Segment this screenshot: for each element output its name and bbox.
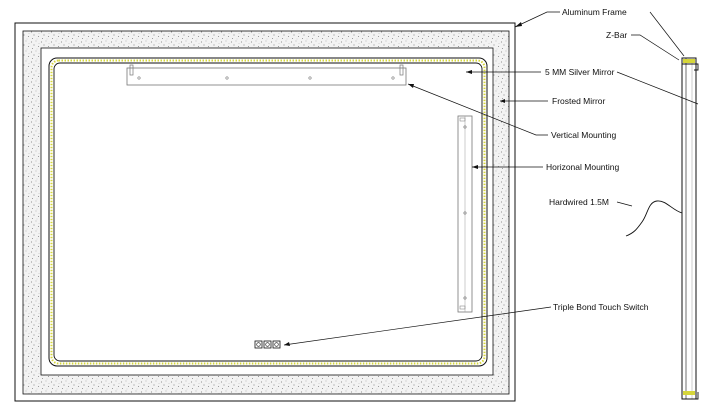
label-vertical-mounting: Vertical Mounting [551, 130, 616, 140]
callout-lines [283, 11, 699, 346]
label-touch-switch: Triple Bond Touch Switch [553, 302, 649, 312]
led-strip-outer [48, 57, 488, 367]
touch-switch-icon [254, 340, 281, 349]
label-frosted-mirror: Frosted Mirror [552, 96, 606, 106]
led-strip [50, 59, 486, 365]
label-aluminum-frame: Aluminum Frame [562, 7, 627, 17]
hardwire-cable [625, 200, 683, 237]
led-strip-inner [53, 62, 483, 362]
side-bottom-cap [681, 390, 699, 400]
z-bar-profile [681, 58, 699, 71]
horizontal-mounting-bracket [457, 115, 473, 313]
label-z-bar: Z-Bar [606, 30, 627, 40]
label-silver-mirror: 5 MM Silver Mirror [545, 67, 615, 77]
front-view [14, 22, 516, 402]
side-profile-body [681, 57, 697, 400]
vertical-mounting-bracket [126, 64, 407, 86]
label-hardwired: Hardwired 1.5M [549, 197, 609, 207]
side-view [625, 57, 699, 400]
silver-mirror-panel [40, 47, 494, 376]
label-horizontal-mounting: Horizonal Mounting [546, 162, 620, 172]
